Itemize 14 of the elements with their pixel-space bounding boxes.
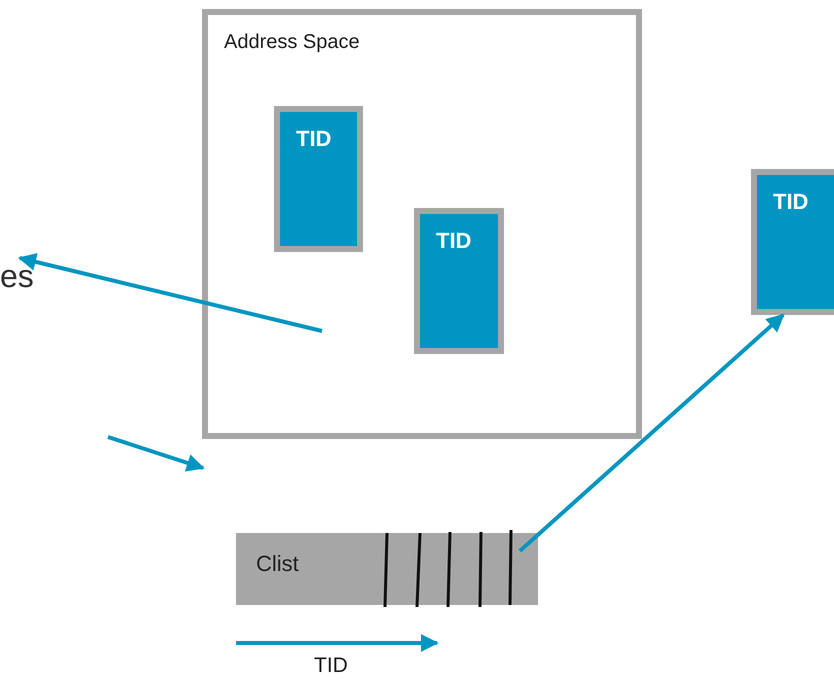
- partial-text: es: [0, 258, 34, 294]
- arrow: [518, 314, 785, 552]
- address-space-frame: [202, 9, 642, 439]
- arrow: [18, 253, 322, 333]
- thread-box: [274, 106, 363, 252]
- thread-box: [751, 169, 834, 315]
- thread-label: TID: [773, 189, 808, 215]
- thread-label: TID: [296, 126, 332, 152]
- thread-box: [414, 208, 504, 354]
- clist-label: Clist: [256, 551, 299, 577]
- arrow-caption: TID: [314, 654, 348, 678]
- thread-label: TID: [436, 228, 472, 254]
- frame-title: Address Space: [224, 31, 360, 54]
- clist-bar: [236, 533, 538, 605]
